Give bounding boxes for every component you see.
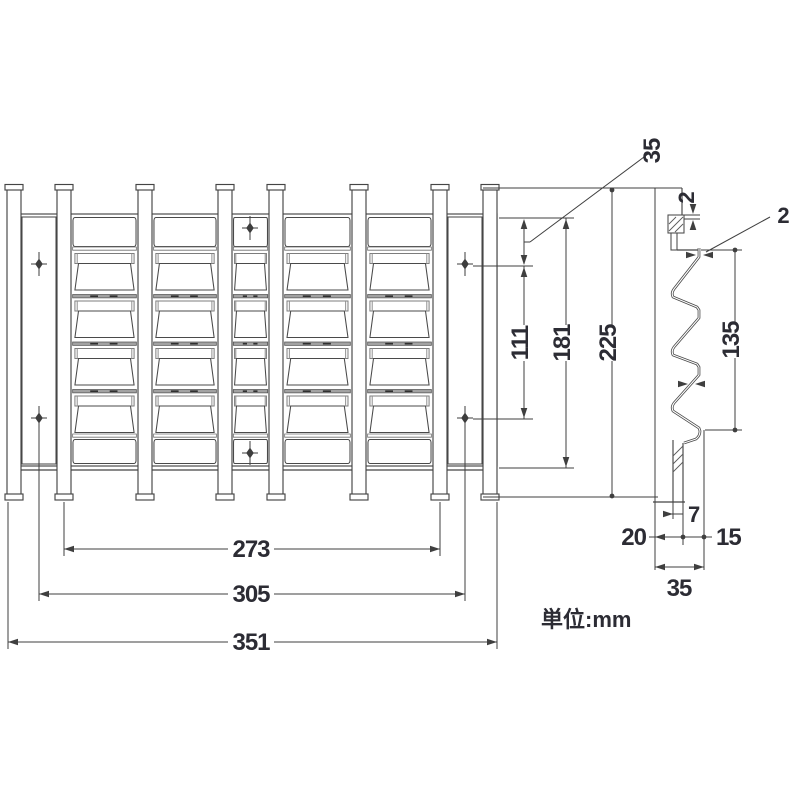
vertical-bar: [266, 183, 286, 501]
side-section-view: 2 2 135 7 20 15 35: [621, 188, 790, 602]
vertical-bar: [430, 183, 450, 501]
louver-columns: [71, 216, 433, 465]
dim-hole-pitch-height: 111: [507, 325, 534, 360]
dim-blade-thickness: 2: [777, 203, 789, 228]
horizontal-dimensions: 273 305 351: [7, 428, 498, 656]
vertical-bar: [215, 183, 235, 501]
vertical-bar: [349, 183, 369, 501]
dim-overall-depth: 35: [667, 575, 692, 602]
front-view: [4, 183, 500, 501]
dim-hole-pitch-width: 305: [232, 581, 270, 608]
vertical-bar: [480, 183, 500, 501]
unit-label: 単位:mm: [541, 607, 631, 632]
vertical-bars: [4, 183, 500, 501]
dim-overall-height: 225: [595, 324, 622, 362]
dim-louver-zone-height: 135: [718, 321, 745, 359]
dim-front-depth: 20: [621, 524, 646, 551]
dim-hole-edge-offset: 35: [639, 138, 666, 163]
dim-frame-thickness: 2: [674, 192, 699, 204]
dim-opening-width: 273: [232, 536, 270, 563]
vertical-bar: [4, 183, 24, 501]
dim-opening-height: 181: [549, 324, 576, 362]
vertical-bar: [54, 183, 74, 501]
dim-overall-width: 351: [232, 629, 270, 656]
vertical-bar: [135, 183, 155, 501]
vertical-dimensions: 35 111 181 225: [473, 138, 682, 499]
dim-rear-depth: 15: [716, 524, 741, 551]
dim-rib-width: 7: [688, 502, 700, 527]
